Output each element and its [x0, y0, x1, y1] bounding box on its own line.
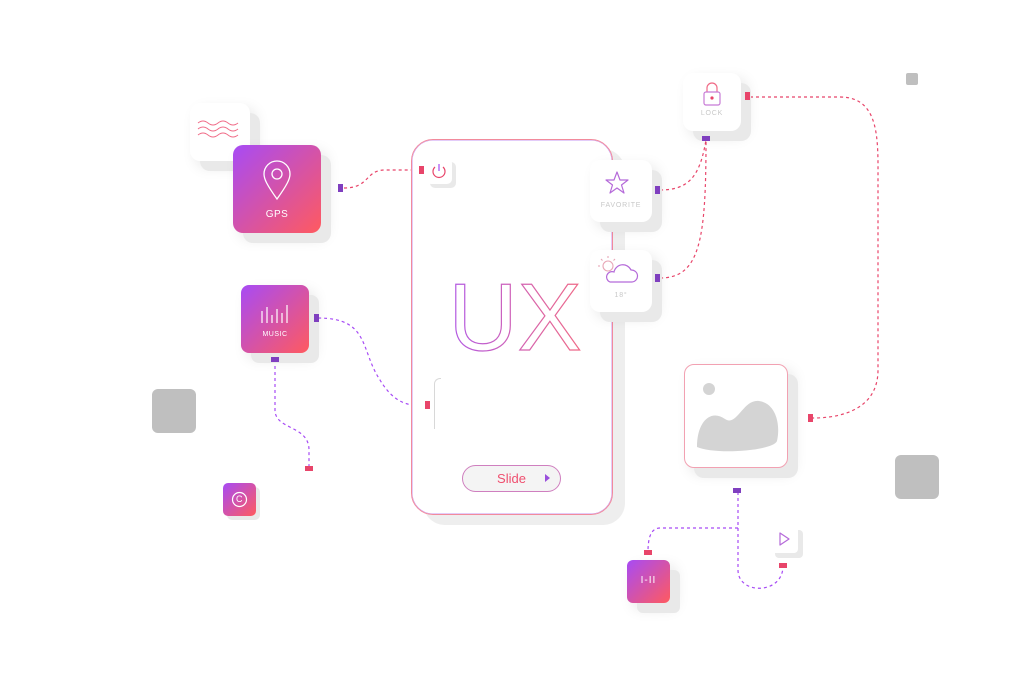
play-icon: [779, 532, 790, 546]
padlock-icon: [703, 82, 721, 106]
phone-mockup: [411, 139, 613, 515]
favorite-label: FAVORITE: [600, 202, 642, 209]
play-tile[interactable]: [770, 525, 798, 553]
ux-title: UX: [448, 263, 583, 371]
connector-port: [419, 166, 424, 174]
connector-port: [702, 136, 710, 141]
copyright-label: C: [236, 494, 243, 504]
star-icon: [605, 171, 629, 194]
connector-port: [644, 550, 652, 555]
decorative-square: [906, 73, 918, 85]
copyright-tile[interactable]: C: [223, 483, 256, 516]
cloud-sun-icon: [598, 256, 639, 283]
decorative-square: [895, 455, 939, 499]
connector-port: [733, 488, 741, 493]
input-caret: [434, 378, 441, 429]
connector-port: [808, 414, 813, 422]
music-tile[interactable]: MUSIC: [241, 285, 309, 353]
slide-button-label: Slide: [497, 471, 526, 486]
gps-label: GPS: [265, 209, 289, 220]
lock-label: LOCK: [700, 110, 724, 117]
waves-icon: [197, 120, 239, 138]
timer-label: I-II: [640, 575, 657, 586]
favorite-tile[interactable]: FAVORITE: [590, 160, 652, 222]
image-placeholder-icon: [697, 383, 779, 452]
connector-port: [338, 184, 343, 192]
lock-tile[interactable]: LOCK: [683, 73, 741, 131]
power-icon: [432, 164, 446, 178]
equalizer-icon: [261, 305, 288, 323]
map-pin-icon: [263, 160, 291, 201]
svg-text:UX: UX: [448, 264, 581, 371]
slide-button[interactable]: Slide: [462, 465, 561, 492]
music-label: MUSIC: [262, 331, 288, 338]
weather-label: 18°: [614, 292, 628, 299]
connector-port: [745, 92, 750, 100]
connector-port: [779, 563, 787, 568]
connector-port: [271, 357, 279, 362]
connector-port: [314, 314, 319, 322]
copyright-icon: [231, 491, 248, 508]
connector-port: [425, 401, 430, 409]
gps-tile[interactable]: GPS: [233, 145, 321, 233]
image-tile[interactable]: [684, 364, 788, 468]
weather-tile[interactable]: 18°: [590, 250, 652, 312]
connector-port: [655, 186, 660, 194]
arrow-right-icon: [545, 474, 550, 482]
timer-tile[interactable]: I-II: [627, 560, 670, 603]
connector-port: [305, 466, 313, 471]
power-tile[interactable]: [426, 158, 452, 184]
connector-port: [655, 274, 660, 282]
decorative-square: [152, 389, 196, 433]
